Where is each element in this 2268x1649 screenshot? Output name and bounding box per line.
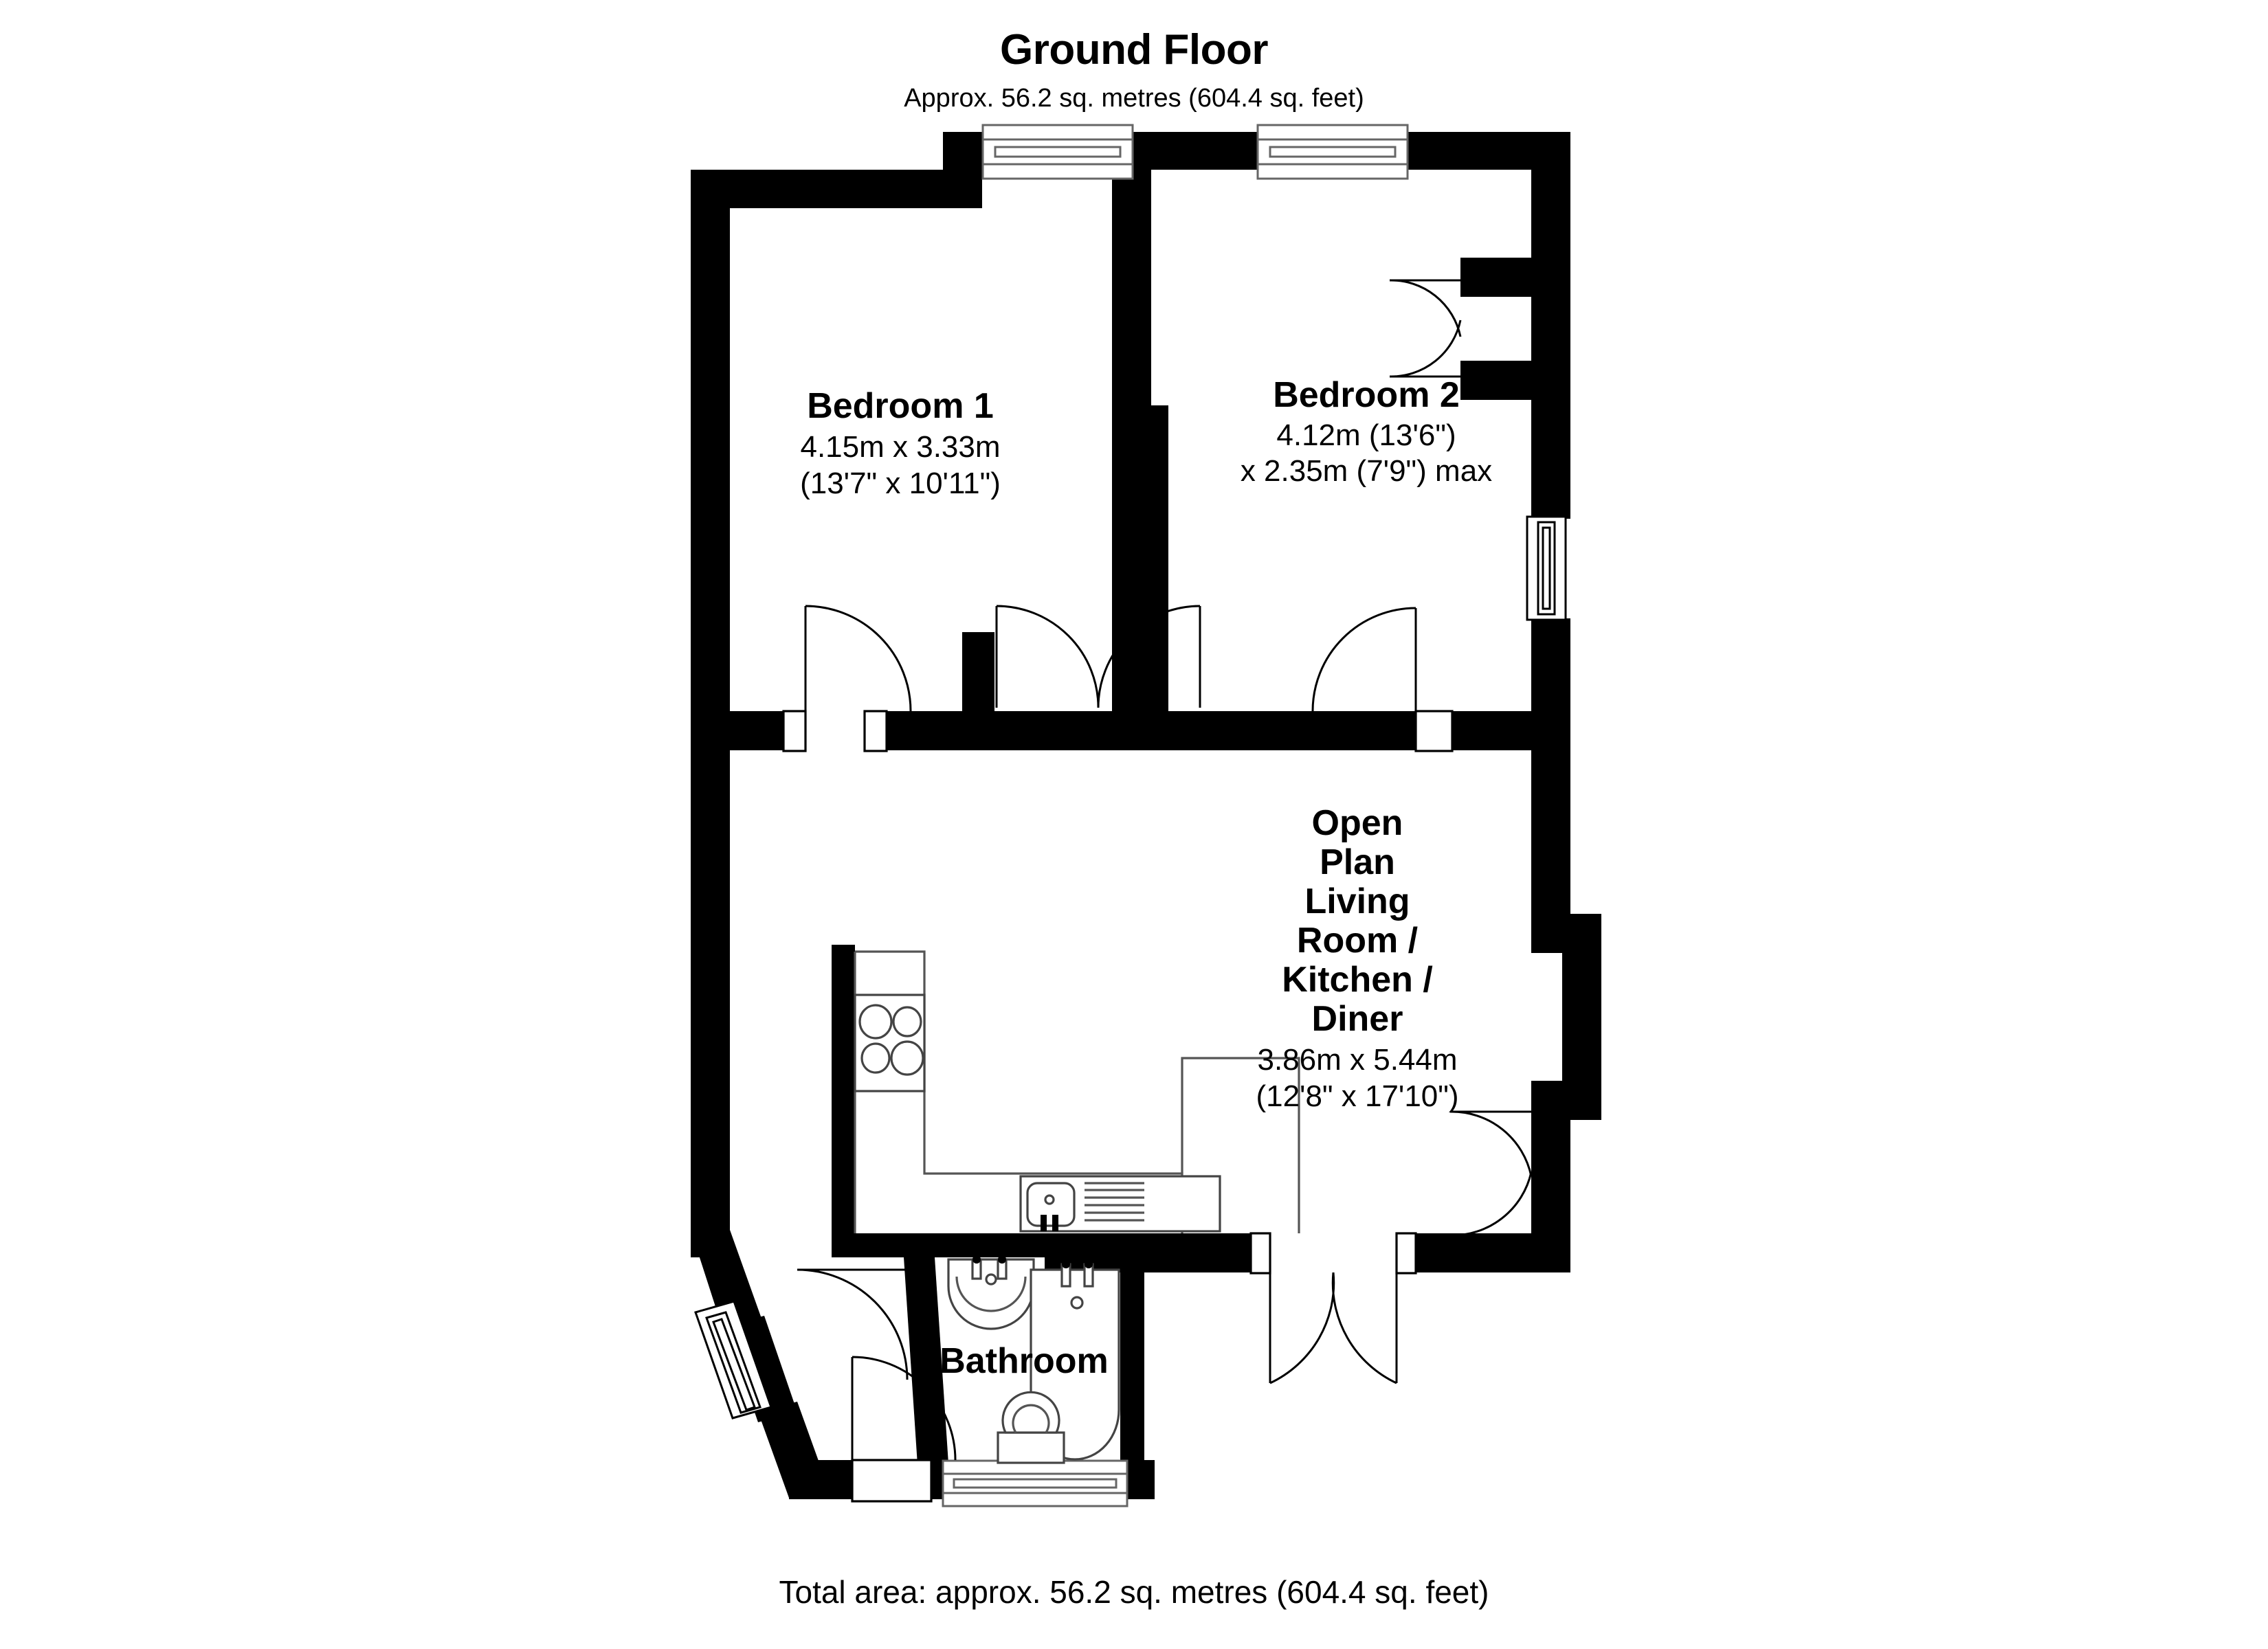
open-plan-name-2: Plan bbox=[1320, 842, 1395, 882]
bedroom-1-name: Bedroom 1 bbox=[807, 386, 994, 426]
window-hall-angled bbox=[694, 1300, 772, 1420]
bathroom-name: Bathroom bbox=[940, 1341, 1109, 1381]
kitchen-sink bbox=[1019, 1175, 1221, 1233]
page-title: Ground Floor bbox=[999, 26, 1269, 74]
kitchen-hob bbox=[854, 994, 926, 1092]
room-label-bedroom-1: Bedroom 1 4.15m x 3.33m (13'7" x 10'11") bbox=[800, 386, 1001, 500]
open-plan-dim-metric: 3.86m x 5.44m bbox=[1257, 1043, 1457, 1077]
window-bedroom2-right bbox=[1526, 515, 1567, 621]
bathroom-basin bbox=[947, 1255, 1035, 1330]
door-bedroom1 bbox=[804, 605, 912, 712]
exterior-walls bbox=[691, 132, 1601, 1499]
door-entrance bbox=[851, 1356, 957, 1461]
open-plan-name-5: Kitchen / bbox=[1282, 960, 1433, 1000]
bedroom-1-dim-metric: 4.15m x 3.33m bbox=[800, 430, 1000, 464]
open-plan-name-4: Room / bbox=[1297, 921, 1418, 961]
open-plan-name-1: Open bbox=[1312, 803, 1403, 843]
door-bathroom bbox=[797, 1268, 909, 1380]
door-bedroom2-closet bbox=[1389, 279, 1462, 378]
door-living-closet bbox=[1449, 1110, 1533, 1237]
area-subtitle: Approx. 56.2 sq. metres (604.4 sq. feet) bbox=[904, 84, 1364, 113]
bedroom-2-dim-imperial: x 2.35m (7'9") max bbox=[1241, 454, 1492, 488]
open-plan-dim-imperial: (12'8" x 17'10") bbox=[1256, 1079, 1458, 1113]
total-area-text: Total area: approx. 56.2 sq. metres (604… bbox=[779, 1574, 1489, 1610]
bedroom-2-dim-metric: 4.12m (13'6") bbox=[1276, 418, 1456, 452]
bedroom-1-dim-imperial: (13'7" x 10'11") bbox=[800, 467, 1001, 500]
plan-footer: Total area: approx. 56.2 sq. metres (604… bbox=[0, 1573, 2268, 1611]
room-label-open-plan: Open Plan Living Room / Kitchen / Diner … bbox=[1256, 803, 1458, 1113]
door-bedroom2 bbox=[1311, 607, 1417, 712]
plan-header: Ground Floor Approx. 56.2 sq. metres (60… bbox=[0, 27, 2268, 113]
open-plan-name-6: Diner bbox=[1312, 999, 1403, 1039]
window-bedroom2-top bbox=[1256, 124, 1409, 180]
bathroom-toilet bbox=[997, 1391, 1065, 1464]
door-thresholds bbox=[782, 710, 1454, 1503]
room-label-bedroom-2: Bedroom 2 4.12m (13'6") x 2.35m (7'9") m… bbox=[1241, 375, 1492, 488]
room-label-bathroom: Bathroom bbox=[940, 1341, 1109, 1381]
door-bedroom1-second bbox=[995, 605, 1201, 708]
window-bedroom1-top bbox=[981, 124, 1134, 180]
bedroom-2-name: Bedroom 2 bbox=[1273, 375, 1460, 415]
door-french-patio bbox=[1269, 1272, 1398, 1384]
window-bathroom-bottom bbox=[942, 1459, 1129, 1507]
open-plan-name-3: Living bbox=[1304, 882, 1410, 921]
